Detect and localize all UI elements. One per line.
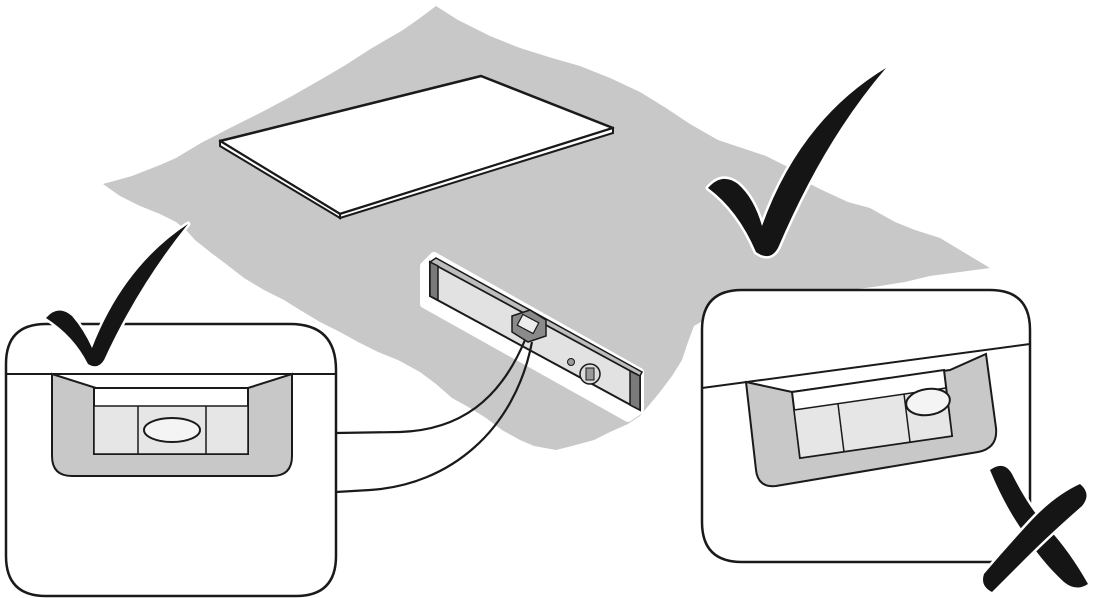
- callout-line-lower: [335, 341, 534, 494]
- check-mark-icon: [43, 221, 191, 369]
- bubble-off-center: [905, 387, 951, 417]
- board-panel: [218, 74, 615, 220]
- check-mark-icon: [705, 65, 889, 259]
- inset-level-not-ok: [700, 288, 1032, 564]
- bubble-centered: [143, 417, 201, 443]
- level-vial-top: [511, 309, 547, 343]
- cross-mark-icon: [980, 463, 1091, 595]
- inset-level-ok: [4, 322, 338, 598]
- spirit-level-tool: [420, 252, 644, 422]
- callout-line-upper: [335, 339, 527, 435]
